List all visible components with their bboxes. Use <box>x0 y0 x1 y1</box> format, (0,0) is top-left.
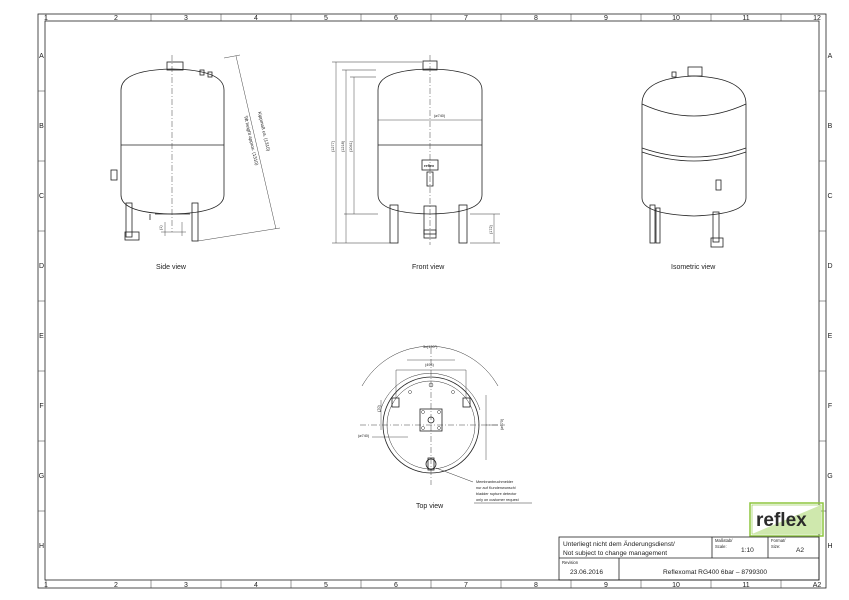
logo-box <box>749 502 824 537</box>
front-dim-1041: (1041) <box>349 140 353 152</box>
top-view-label: Top view <box>416 503 444 510</box>
col-label-10b: 10 <box>672 582 680 589</box>
row-label-f-r: F <box>828 403 832 410</box>
front-dim-172: (172) <box>489 224 493 234</box>
scale-label-2: Scale: <box>715 544 727 549</box>
col-label-6b: 6 <box>394 582 398 589</box>
row-label-g: G <box>39 473 44 480</box>
col-label-2b: 2 <box>114 582 118 589</box>
row-label-c: C <box>39 193 44 200</box>
column-labels-top: 1 2 3 4 5 6 7 8 9 10 11 12 <box>44 15 821 22</box>
isometric-view-drawing <box>641 66 747 248</box>
note-line-2: nur auf Kundenwunsch/ <box>476 486 517 490</box>
top-view-drawing: 3x(120°) (494) (70) (ø740) (ø670) <box>358 345 505 485</box>
format-label-2: Size: <box>771 544 780 549</box>
side-view-label: Side view <box>156 264 187 271</box>
reflex-logo: reflex <box>756 510 807 531</box>
front-view-drawing: reflex (ø740) (1277) (1218) (1041) (172) <box>331 55 500 245</box>
side-view-drawing: (1) Kippmaß ca. (1310) Tilt height appro… <box>110 54 281 242</box>
row-label-h: H <box>39 543 44 550</box>
row-label-f: F <box>39 403 43 410</box>
row-ticks <box>38 90 826 512</box>
col-label-7b: 7 <box>464 582 468 589</box>
row-label-d-r: D <box>827 263 832 270</box>
col-label-4b: 4 <box>254 582 258 589</box>
row-label-a-r: A <box>828 53 833 60</box>
col-label-12: 12 <box>813 15 821 22</box>
col-label-8: 8 <box>534 15 538 22</box>
col-label-4: 4 <box>254 15 258 22</box>
format-label-1: Format/ <box>771 538 786 543</box>
format-value: A2 <box>796 547 804 554</box>
col-label-3: 3 <box>184 15 188 22</box>
col-label-9b: 9 <box>604 582 608 589</box>
col-label-9: 9 <box>604 15 608 22</box>
col-label-size-bottom: A2 <box>813 582 822 589</box>
scale-label-1: Maßstab/ <box>715 538 733 543</box>
column-labels-bottom: 1 2 3 4 5 6 7 8 9 10 11 A2 <box>44 582 821 589</box>
side-foot-dim: (1) <box>159 225 163 230</box>
top-dim-angle: 3x(120°) <box>423 345 438 349</box>
row-label-b: B <box>39 123 44 130</box>
revision-label: Revision <box>562 560 579 565</box>
product-title: Reflexomat RG400 6bar – 8799300 <box>663 569 767 576</box>
outer-frame <box>37 13 827 589</box>
note-line-1: Membranbruchmelder <box>476 480 514 484</box>
col-label-11: 11 <box>742 15 749 22</box>
tilt-height-de: Kippmaß ca. (1310) <box>257 111 271 152</box>
col-label-2: 2 <box>114 15 118 22</box>
col-label-1: 1 <box>44 15 48 22</box>
col-label-5: 5 <box>324 15 328 22</box>
row-label-b-r: B <box>828 123 833 130</box>
bladder-note: Membranbruchmelder nur auf Kundenwunsch/… <box>474 480 532 504</box>
inner-frame <box>44 20 820 581</box>
row-label-a: A <box>39 53 44 60</box>
disclaimer-en: Not subject to change management <box>563 550 667 557</box>
front-view-label: Front view <box>412 264 445 271</box>
front-dim-1218: (1218) <box>341 140 345 152</box>
col-label-7: 7 <box>464 15 468 22</box>
row-labels-right: A B C D E F G H <box>827 53 832 550</box>
disclaimer-de: Unterliegt nicht dem Änderungsdienst/ <box>563 540 675 548</box>
row-label-d: D <box>39 263 44 270</box>
front-logo-plate: reflex <box>424 164 435 168</box>
col-label-5b: 5 <box>324 582 328 589</box>
row-labels-left: A B C D E F G H <box>39 53 44 550</box>
scale-value: 1:10 <box>741 547 754 554</box>
revision-date: 23.06.2016 <box>570 569 603 576</box>
row-label-c-r: C <box>827 193 832 200</box>
note-line-4: only on customer request <box>476 498 520 502</box>
col-label-10: 10 <box>672 15 680 22</box>
row-label-e-r: E <box>828 333 833 340</box>
column-ticks <box>45 14 782 588</box>
col-label-6: 6 <box>394 15 398 22</box>
top-dim-670: (ø670) <box>500 418 504 430</box>
top-dim-494: (494) <box>425 363 435 367</box>
col-label-3b: 3 <box>184 582 188 589</box>
title-block: reflex Unterliegt nicht dem Änderungsdie… <box>558 502 824 581</box>
row-label-e: E <box>39 333 44 340</box>
note-line-3: bladder rupture detector <box>476 492 517 496</box>
top-dim-70: (70) <box>377 405 381 412</box>
isometric-view-label: Isometric view <box>671 264 716 271</box>
col-label-1b: 1 <box>44 582 48 589</box>
col-label-11b: 11 <box>742 582 749 589</box>
front-dia-dim: (ø740) <box>434 114 446 118</box>
col-label-8b: 8 <box>534 582 538 589</box>
top-dim-740: (ø740) <box>358 434 370 438</box>
front-dim-1277: (1277) <box>331 140 335 152</box>
row-label-h-r: H <box>827 543 832 550</box>
row-label-g-r: G <box>827 473 832 480</box>
